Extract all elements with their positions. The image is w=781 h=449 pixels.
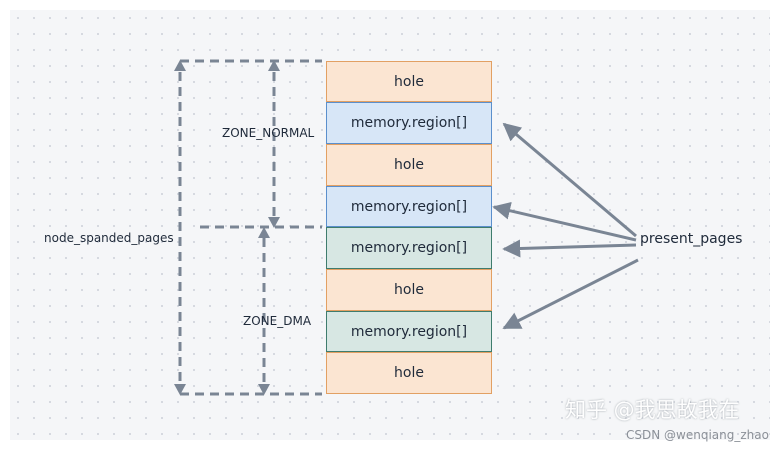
memory-region-block: memory.region[] [326, 186, 492, 227]
zhihu-watermark: 知乎 @我思故我在 [565, 398, 740, 422]
hole-block: hole [326, 144, 492, 186]
node-spanned-pages-label: node_spanded_pages [44, 231, 174, 245]
hole-block: hole [326, 61, 492, 102]
present-arrow-1 [502, 122, 637, 238]
zone-dma-arrow-down [258, 384, 270, 395]
present-arrow-3 [502, 239, 637, 258]
memory-region-block: memory.region[] [326, 227, 492, 269]
zone-dma-label: ZONE_DMA [243, 314, 312, 328]
csdn-watermark: CSDN @wenqiang_zhao [626, 428, 769, 442]
node-arrow-down [174, 384, 186, 395]
present-pages-label: present_pages [640, 231, 743, 247]
node-arrow-up [174, 60, 186, 71]
hole-block: hole [326, 352, 492, 394]
hole-block: hole [326, 269, 492, 311]
memory-region-block: memory.region[] [326, 311, 492, 352]
zone-normal-arrow-down [268, 217, 280, 228]
zone-normal-label: ZONE_NORMAL [222, 126, 315, 140]
present-arrow-4 [502, 258, 639, 330]
memory-region-block: memory.region[] [326, 102, 492, 144]
zone-dma-arrow-up [258, 227, 270, 238]
zone-normal-arrow-up [268, 60, 280, 71]
present-arrow-2 [492, 201, 637, 242]
